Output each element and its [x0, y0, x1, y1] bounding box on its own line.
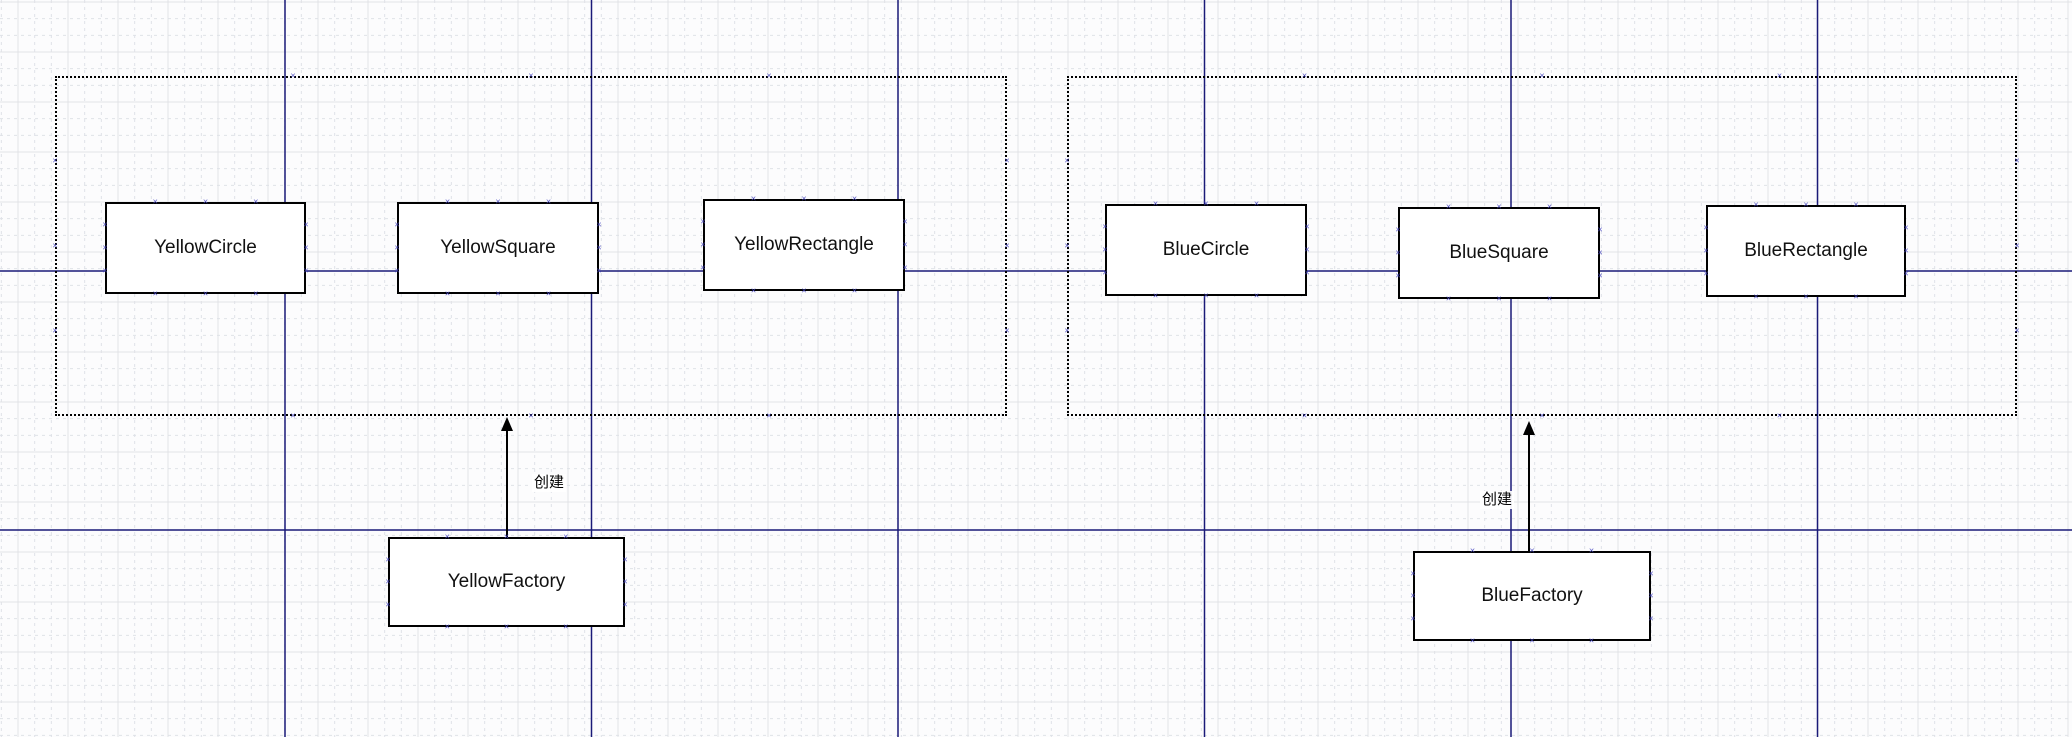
arrow-up-head-icon	[1523, 421, 1535, 435]
shape-label-blue-factory: BlueFactory	[1481, 585, 1583, 606]
shape-yellow-rectangle[interactable]: YellowRectangle	[703, 199, 905, 291]
shape-blue-rectangle[interactable]: BlueRectangle	[1706, 205, 1906, 297]
shape-label-blue-square: BlueSquare	[1449, 242, 1549, 263]
shape-blue-factory[interactable]: BlueFactory	[1413, 551, 1651, 641]
edge-label-create-blue[interactable]: 创建	[1479, 491, 1515, 509]
group-container-blue[interactable]	[1067, 76, 2017, 416]
create-edge-blue[interactable]	[1528, 433, 1530, 551]
shape-yellow-factory[interactable]: YellowFactory	[388, 537, 625, 627]
group-container-yellow[interactable]	[55, 76, 1007, 416]
shape-label-yellow-circle: YellowCircle	[154, 237, 257, 258]
shape-label-yellow-square: YellowSquare	[440, 237, 556, 258]
shape-yellow-circle[interactable]: YellowCircle	[105, 202, 306, 294]
shape-label-blue-circle: BlueCircle	[1162, 239, 1250, 260]
shape-label-blue-rectangle: BlueRectangle	[1744, 240, 1868, 261]
edge-label-create-yellow[interactable]: 创建	[531, 474, 567, 492]
shape-label-yellow-factory: YellowFactory	[447, 571, 566, 592]
shape-label-yellow-rectangle: YellowRectangle	[734, 234, 874, 255]
shape-blue-square[interactable]: BlueSquare	[1398, 207, 1600, 299]
create-edge-yellow[interactable]	[506, 429, 508, 537]
shape-blue-circle[interactable]: BlueCircle	[1105, 204, 1307, 296]
arrow-up-head-icon	[501, 417, 513, 431]
shape-yellow-square[interactable]: YellowSquare	[397, 202, 599, 294]
